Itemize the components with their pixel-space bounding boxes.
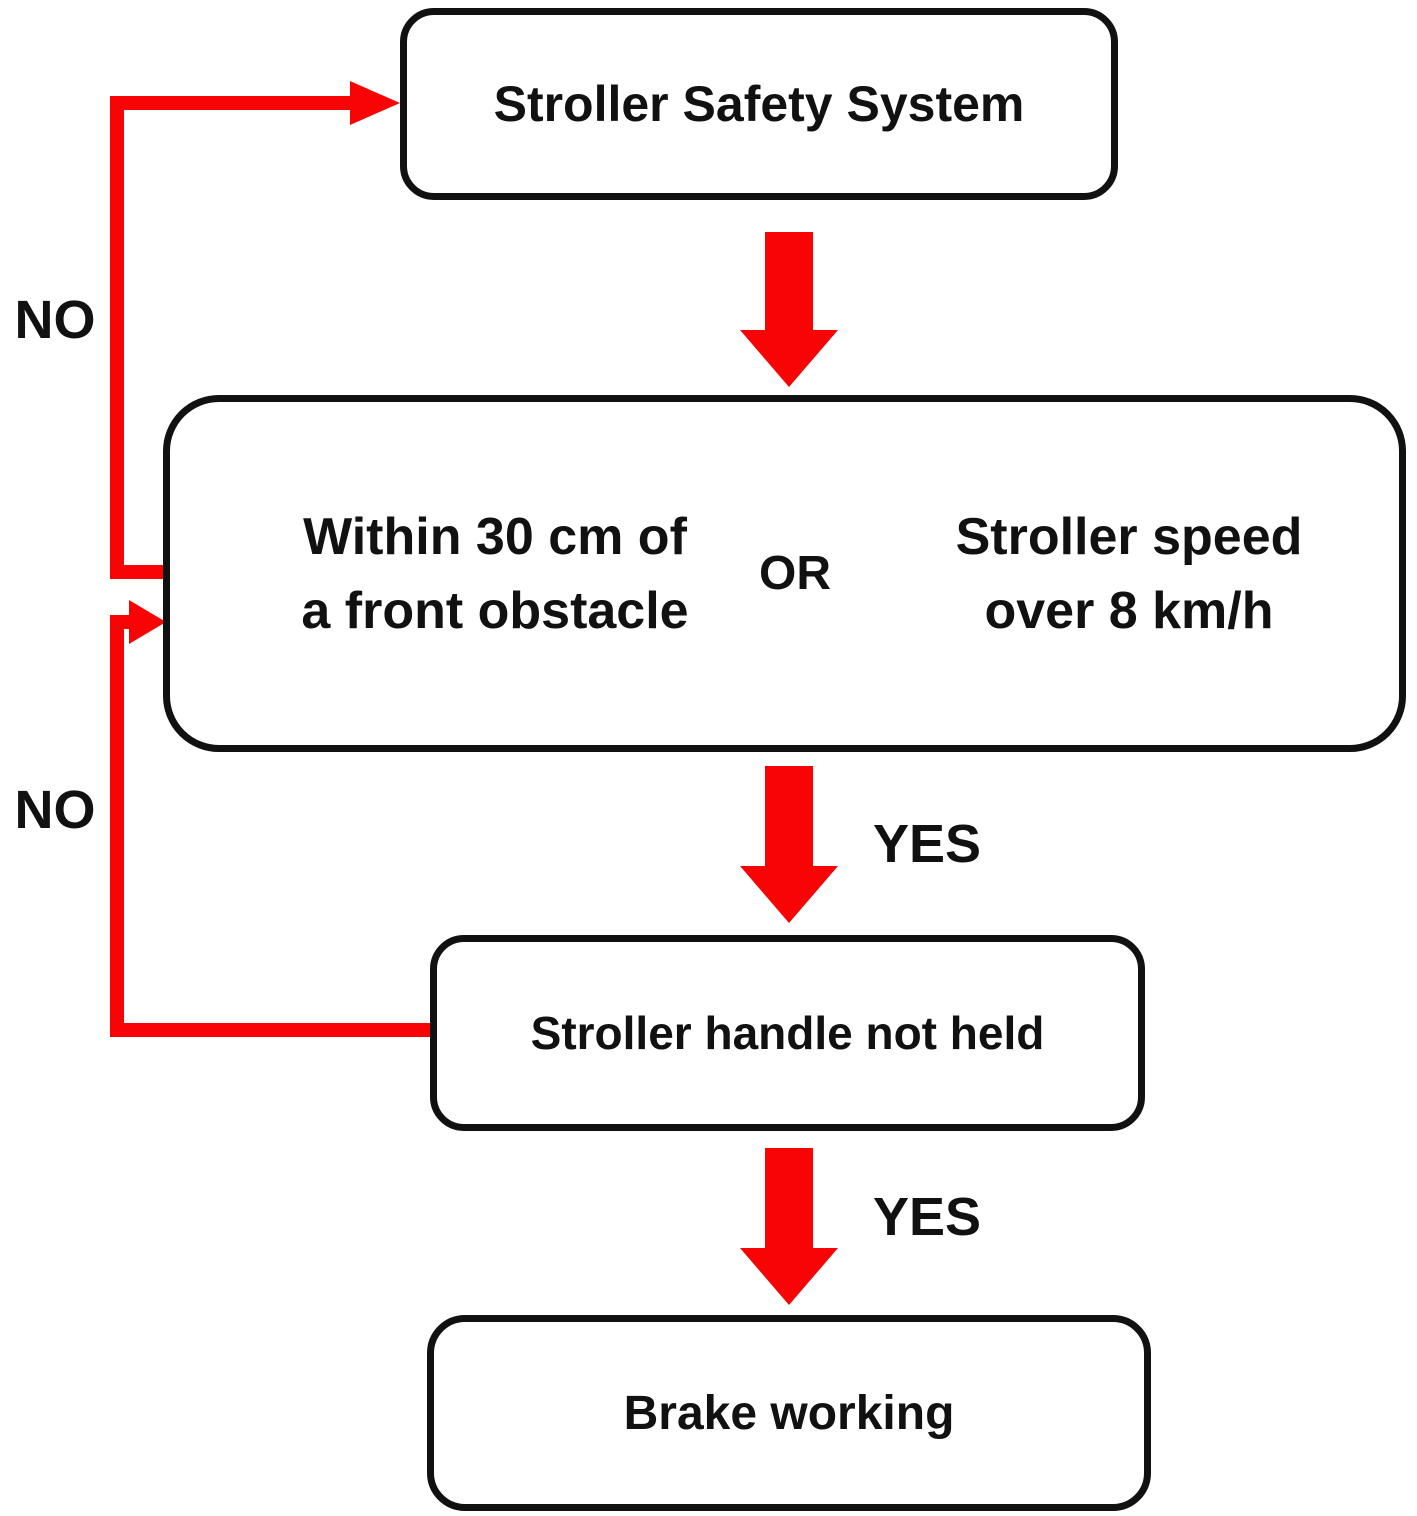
down-block-arrow-start-to-condition1-icon — [740, 232, 838, 387]
condition1-right-line2: over 8 km/h — [984, 581, 1274, 640]
down-block-arrow-condition2-to-result-icon — [740, 1148, 838, 1305]
condition1-left-line1: Within 30 cm of — [303, 507, 687, 566]
condition1-left-line2: a front obstacle — [301, 581, 689, 640]
node-brake-working: Brake working — [427, 1315, 1151, 1511]
condition1-left-text: Within 30 cm of a front obstacle — [215, 402, 775, 745]
arrowhead-into-start-icon — [350, 81, 400, 125]
node-start-label: Stroller Safety System — [493, 76, 1025, 132]
condition1-right-text: Stroller speed over 8 km/h — [879, 402, 1379, 745]
node-start: Stroller Safety System — [400, 8, 1118, 200]
down-block-arrow-condition1-to-condition2-icon — [740, 766, 838, 923]
no-connector-condition2-to-condition1 — [110, 615, 435, 1037]
condition1-right-line1: Stroller speed — [955, 507, 1303, 566]
node-condition2-label: Stroller handle not held — [530, 1007, 1045, 1059]
node-condition-obstacle-or-speed: Within 30 cm of a front obstacle OR Stro… — [163, 395, 1406, 752]
yes-label-condition1: YES — [872, 814, 982, 874]
condition1-or-operator: OR — [759, 547, 831, 600]
node-result-label: Brake working — [623, 1386, 955, 1440]
node-condition-handle-not-held: Stroller handle not held — [430, 935, 1145, 1131]
no-connector-condition1-to-start — [110, 96, 352, 579]
arrowhead-into-condition1-icon — [129, 600, 166, 644]
no-label-condition2-loop: NO — [14, 780, 96, 840]
yes-label-condition2: YES — [872, 1187, 982, 1247]
no-label-condition1-loop: NO — [14, 290, 96, 350]
